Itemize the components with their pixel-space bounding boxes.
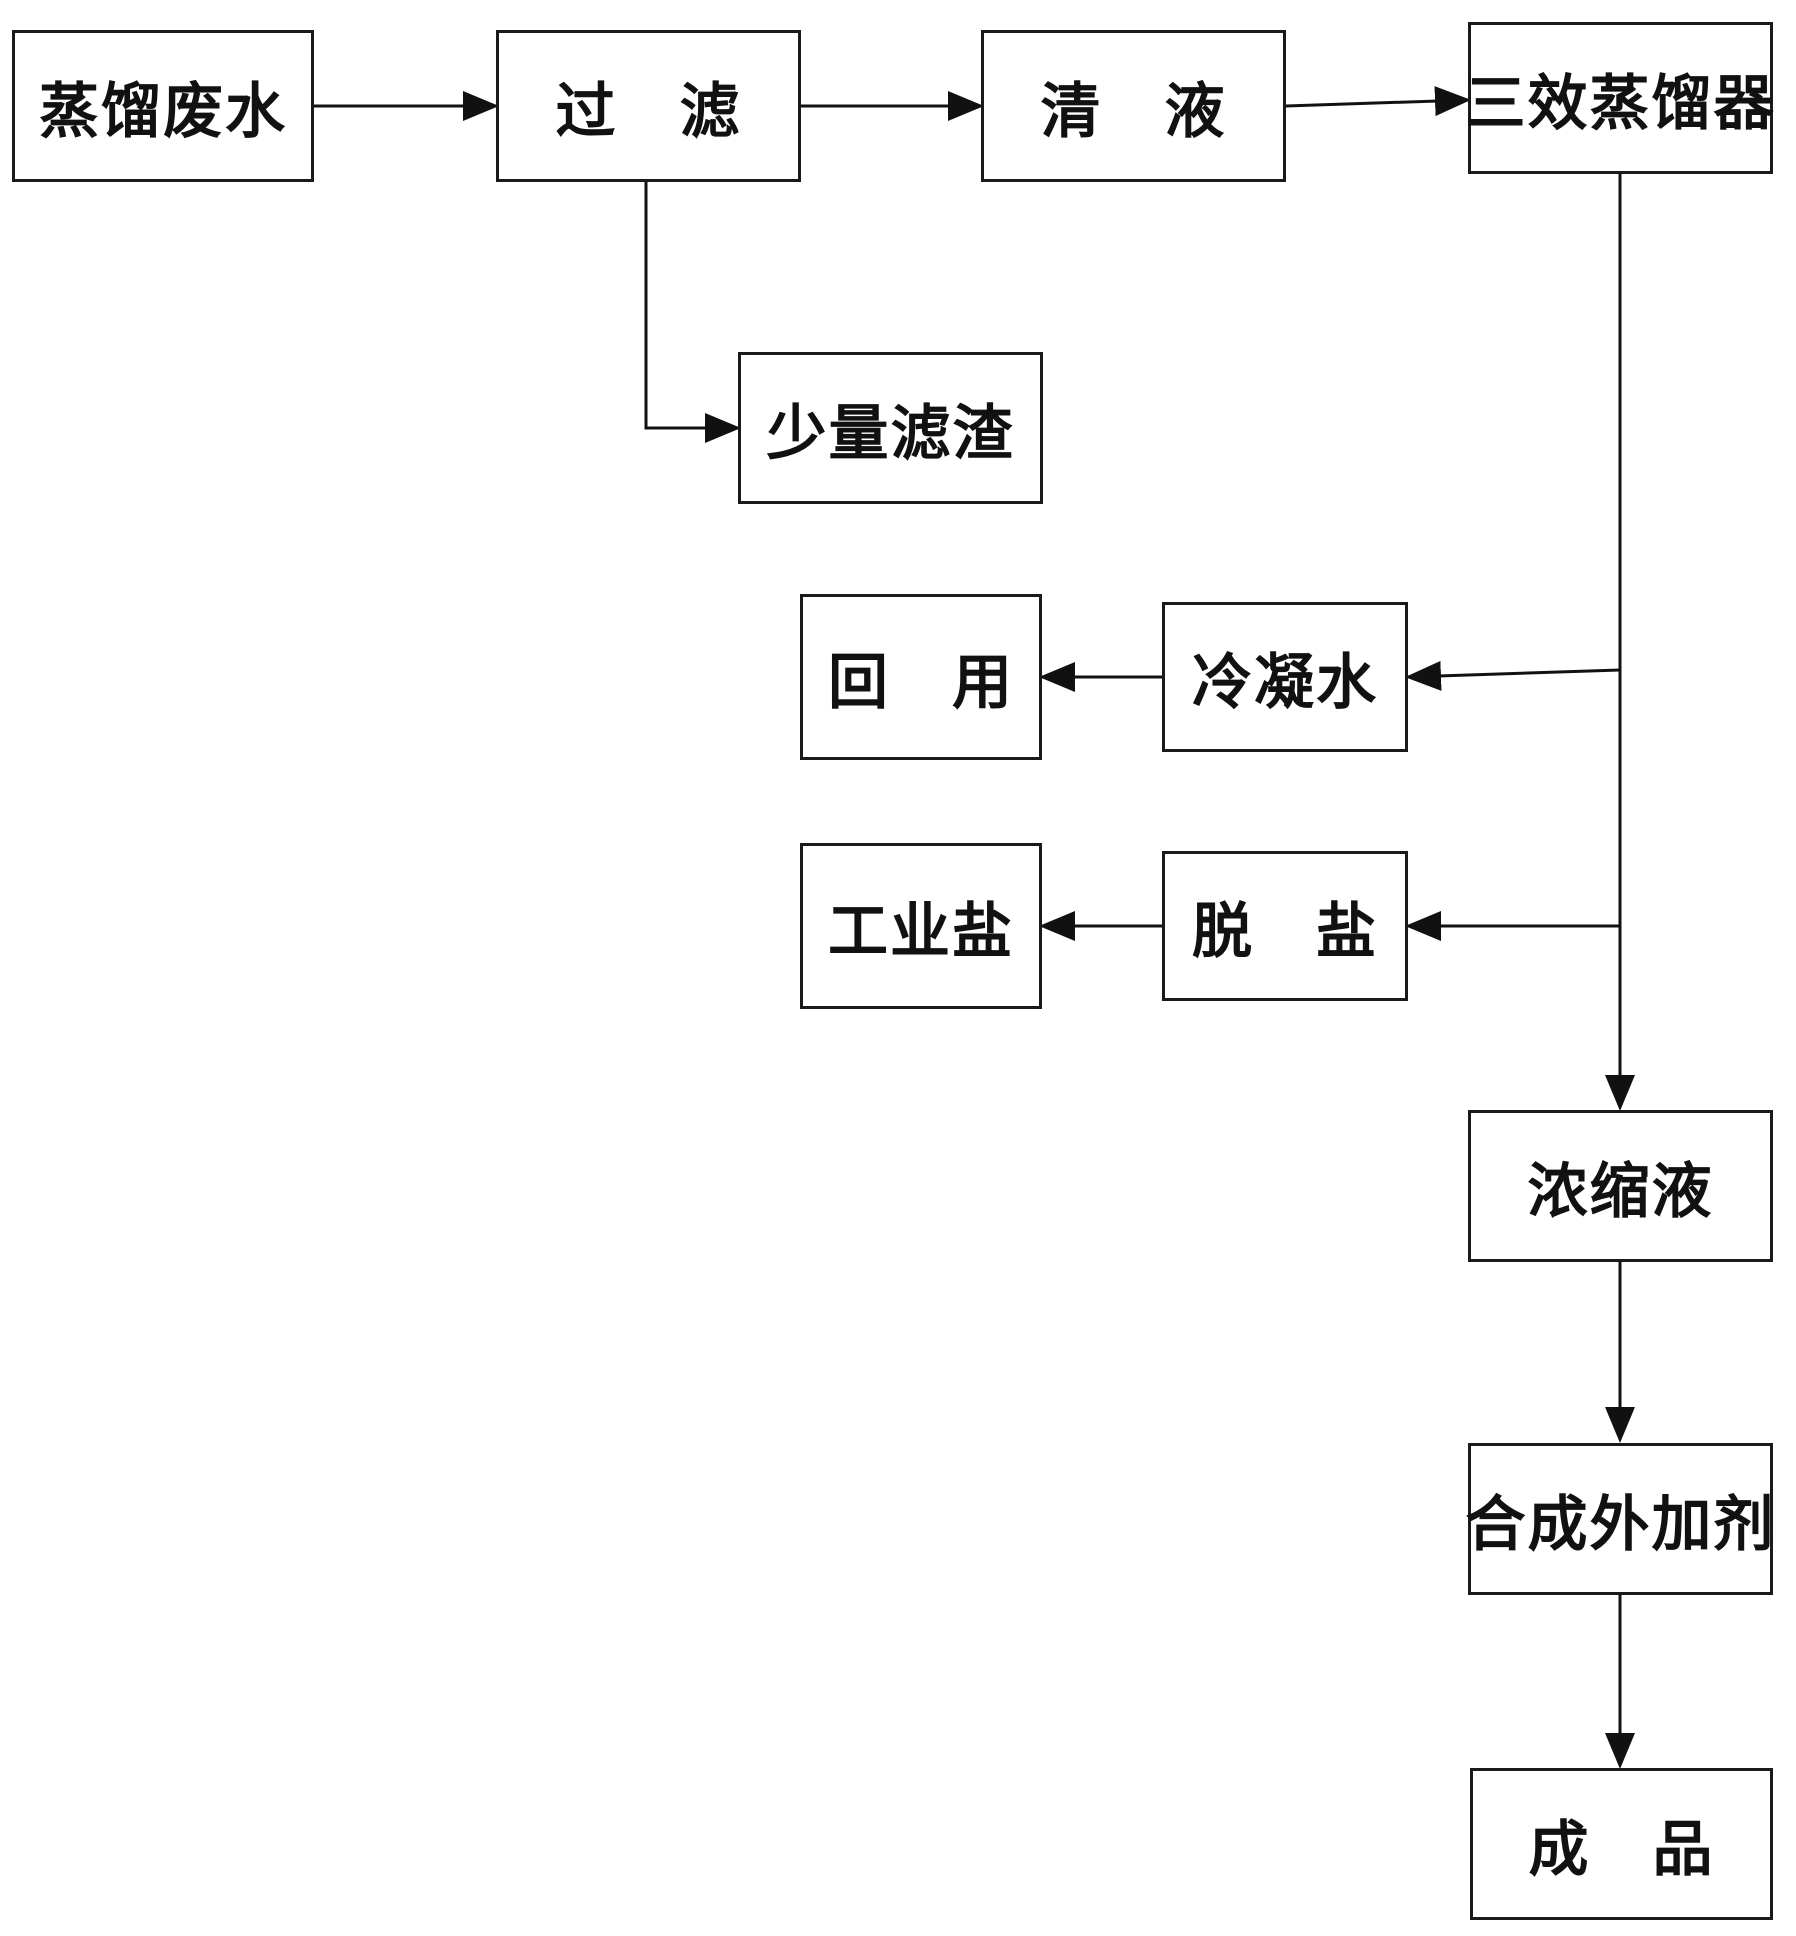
node-filter: 过 滤 — [496, 30, 801, 182]
node-evaporator-label: 三效蒸馏器 — [1465, 68, 1776, 139]
node-concentrate-label: 浓缩液 — [1527, 1156, 1714, 1227]
node-residue-label: 少量滤渣 — [766, 398, 1015, 469]
node-reuse: 回 用 — [800, 594, 1042, 760]
node-industrial-salt: 工业盐 — [800, 843, 1042, 1009]
node-condensate: 冷凝水 — [1162, 602, 1408, 752]
node-desalt: 脱 盐 — [1162, 851, 1408, 1001]
node-wastewater-label: 蒸馏废水 — [39, 76, 287, 147]
node-condensate-label: 冷凝水 — [1192, 647, 1378, 718]
node-evaporator: 三效蒸馏器 — [1465, 22, 1776, 174]
node-filter-label: 过 滤 — [555, 76, 742, 147]
arrow-evaporator-condensate — [1405, 660, 1621, 691]
node-product: 成 品 — [1470, 1768, 1773, 1920]
node-product-label: 成 品 — [1528, 1814, 1715, 1885]
node-clear-liquid: 清 液 — [981, 30, 1286, 182]
arrow-clear-liquid-evaporator — [1285, 86, 1471, 117]
node-residue: 少量滤渣 — [738, 352, 1043, 504]
node-clear-liquid-label: 清 液 — [1040, 76, 1227, 147]
arrow-filter-residue — [644, 182, 741, 443]
node-desalt-label: 脱 盐 — [1192, 896, 1378, 967]
node-reuse-label: 回 用 — [828, 647, 1014, 718]
node-concentrate: 浓缩液 — [1468, 1110, 1773, 1262]
node-industrial-salt-label: 工业盐 — [828, 896, 1014, 967]
node-admixture-label: 合成外加剂 — [1465, 1489, 1776, 1560]
node-wastewater: 蒸馏废水 — [12, 30, 314, 182]
node-admixture: 合成外加剂 — [1465, 1443, 1776, 1595]
